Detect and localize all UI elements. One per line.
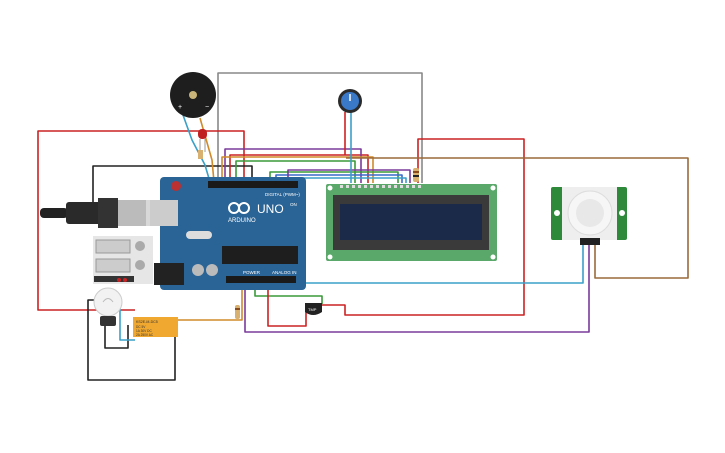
lcd-display[interactable] — [326, 184, 497, 261]
resistor-lcd[interactable] — [413, 168, 419, 182]
board-digital-label: DIGITAL (PWM~) — [265, 192, 300, 197]
temperature-sensor[interactable]: TMP — [305, 303, 322, 315]
buzzer[interactable]: + − — [170, 72, 216, 118]
svg-text:+: + — [178, 104, 182, 111]
wire-purple-d4[interactable] — [287, 169, 411, 183]
wire-cyan-led[interactable] — [182, 114, 211, 183]
relay-line2: DC 5V — [136, 325, 146, 329]
board-power-label: POWER — [243, 270, 261, 275]
light-bulb[interactable] — [93, 287, 123, 326]
wire-red-right[interactable] — [322, 138, 525, 316]
relay-line3: 1A 30V DC — [136, 329, 152, 333]
arduino-uno[interactable]: ARDUINO UNO DIGITAL (PWM~) POWER ANALOG … — [150, 177, 306, 290]
wire-green-tmp[interactable] — [254, 290, 323, 304]
wire-black-bottom[interactable] — [87, 299, 176, 381]
board-model: UNO — [257, 202, 284, 216]
switch-module[interactable] — [93, 236, 153, 284]
wire-purple-pir[interactable] — [244, 240, 590, 333]
svg-text:−: − — [205, 104, 209, 111]
red-led[interactable] — [198, 129, 207, 159]
tmp-label: TMP — [308, 307, 317, 312]
relay-line4: 2A 250V AC — [136, 333, 154, 337]
resistor-tmp[interactable] — [235, 305, 240, 319]
wire-brown-pir[interactable] — [346, 157, 689, 279]
board-brand: ARDUINO — [228, 218, 256, 224]
board-analog-label: ANALOG IN — [272, 270, 297, 275]
wire-orange-relay[interactable] — [178, 290, 243, 321]
lcd-pins — [340, 185, 421, 188]
wire-gray-pot-loop[interactable] — [217, 72, 423, 185]
wire-black-left[interactable] — [92, 165, 253, 212]
relay[interactable]: KS2E-M-DC5 DC 5V 1A 30V DC 2A 250V AC — [133, 317, 178, 337]
wire-purple-top[interactable] — [224, 148, 362, 183]
pir-sensor[interactable] — [551, 187, 627, 245]
wire-black-bulb[interactable] — [104, 325, 129, 349]
wire-red-lcd[interactable] — [229, 154, 369, 183]
relay-line1: KS2E-M-DC5 — [136, 320, 158, 324]
wire-red-left-loop[interactable] — [37, 130, 245, 311]
potentiometer[interactable] — [338, 89, 362, 113]
wire-red-tmp[interactable] — [267, 290, 307, 327]
board-on-label: ON — [290, 202, 297, 207]
